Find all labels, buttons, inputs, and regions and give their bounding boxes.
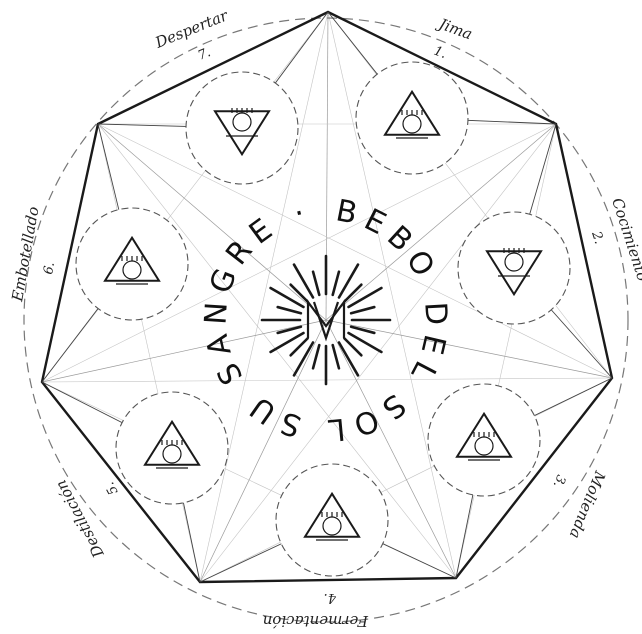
stage-label-destilacion: Destilación 5. — [52, 477, 122, 561]
stage-number-despertar: 7. — [196, 45, 213, 64]
guide-line — [326, 320, 612, 378]
svg-text:Cocimiento: Cocimiento — [608, 196, 642, 284]
medallion-destilacion — [116, 392, 228, 504]
guide-line — [42, 320, 326, 382]
stage-number-fermentacion: 4. — [324, 590, 337, 605]
medallion-cocimiento — [458, 212, 570, 324]
guide-line — [328, 12, 612, 378]
stage-number-jima: 1. — [432, 44, 449, 62]
stage-number-molienda: 3. — [550, 473, 569, 490]
svg-text:Despertar: Despertar — [152, 6, 231, 52]
stage-label-cocimiento: Cocimiento 2. — [588, 196, 642, 284]
medallion-fermentacion — [276, 464, 388, 576]
svg-text:Molienda: Molienda — [566, 468, 610, 542]
stage-label-molienda: Molienda 3. — [550, 468, 610, 542]
stage-label-embotellado: Embotellado 6. — [8, 205, 58, 304]
guide-line — [42, 12, 328, 382]
medallion-molienda — [428, 384, 540, 496]
stage-label-jima: Jima 1. — [432, 14, 475, 62]
guide-line — [456, 124, 556, 578]
svg-text:Destilación: Destilación — [52, 477, 108, 561]
medallion-embotellado — [76, 208, 188, 320]
stage-number-destilacion: 5. — [102, 479, 121, 497]
svg-text:Fermentación: Fermentación — [263, 612, 369, 630]
stage-number-cocimiento: 2. — [588, 229, 606, 246]
guide-line — [98, 124, 200, 582]
medallion-jima — [356, 62, 468, 174]
stage-label-fermentacion: Fermentación 4. — [263, 590, 369, 630]
medallion-despertar — [186, 72, 298, 184]
stage-label-despertar: Despertar 7. — [152, 6, 231, 64]
svg-text:Embotellado: Embotellado — [8, 205, 43, 304]
stage-number-embotellado: 6. — [41, 261, 58, 276]
svg-text:Jima: Jima — [434, 14, 475, 44]
